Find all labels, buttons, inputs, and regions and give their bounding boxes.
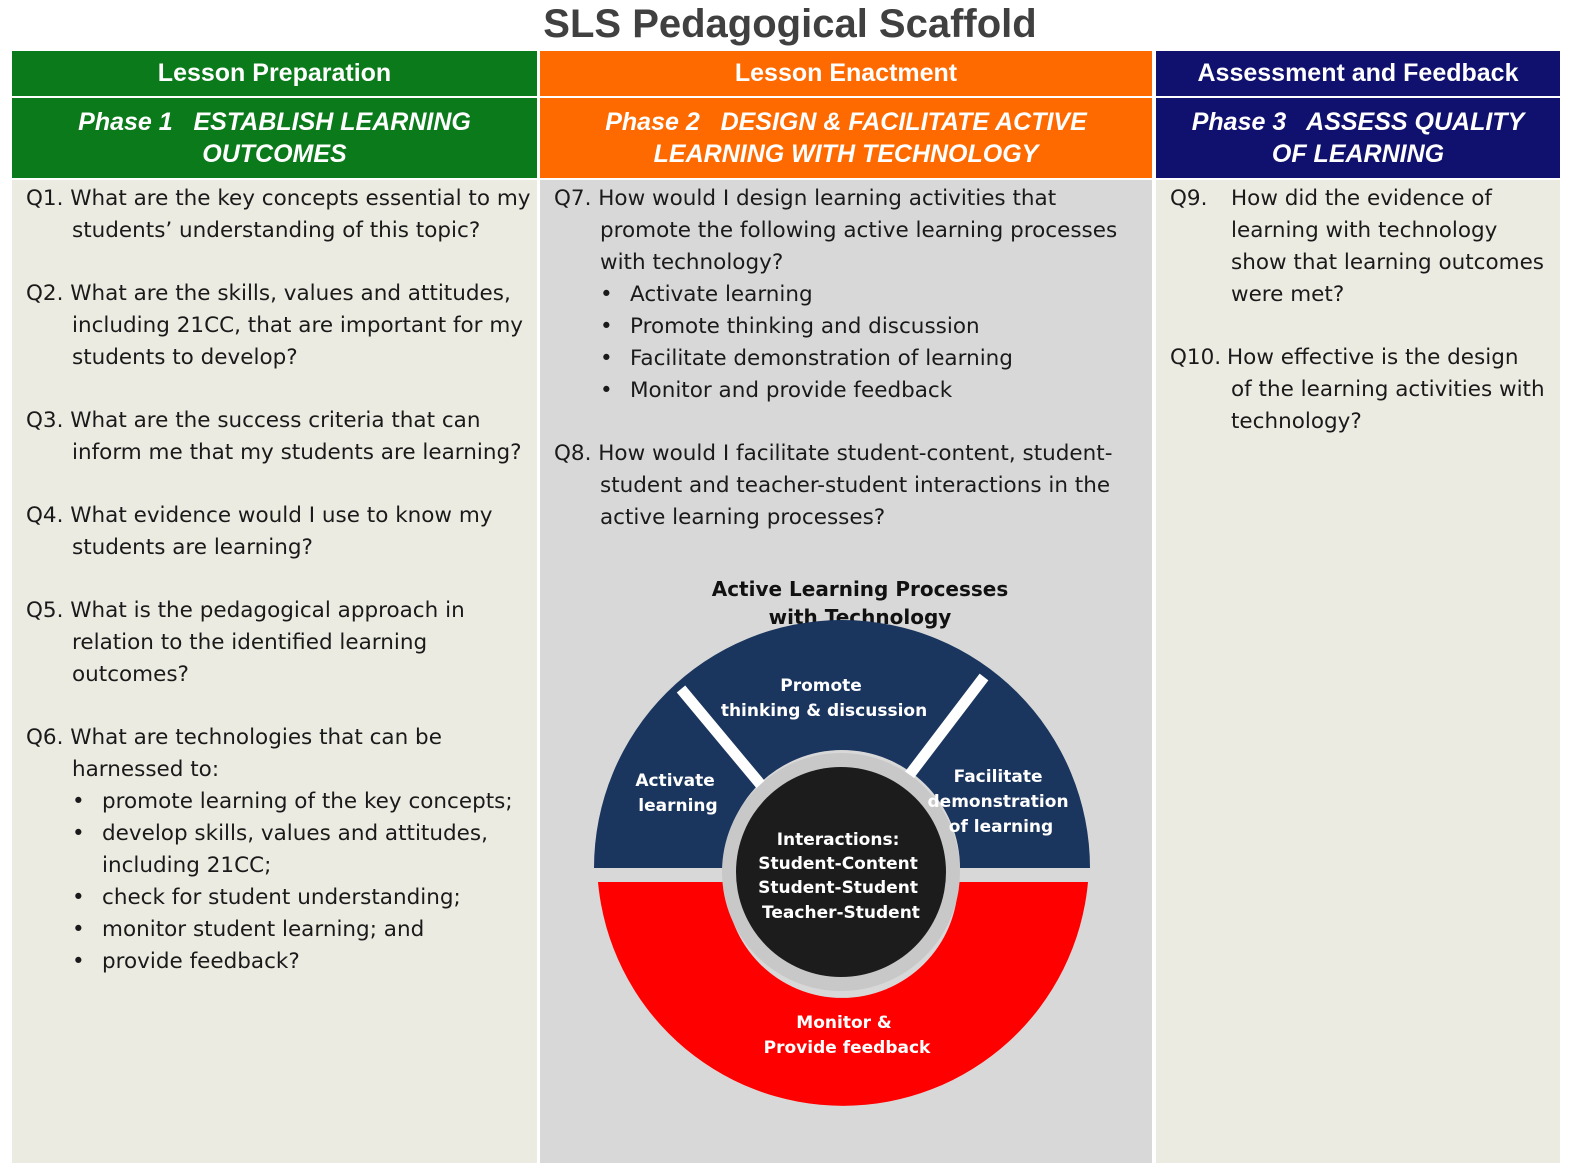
- q1-line1: Q1. What are the key concepts essential …: [26, 186, 531, 211]
- question-q8: Q8. How would I facilitate student-conte…: [554, 438, 1149, 534]
- activate-label: Activate learning: [635, 771, 720, 816]
- bullet-icon: •: [600, 378, 613, 403]
- phase-1-line2: OUTCOMES: [202, 140, 347, 168]
- center-label: Interactions: Student-Content Student-St…: [758, 830, 924, 923]
- q6-bullet-item: • develop skills, values and attitudes,: [26, 818, 531, 850]
- q7-line2: promote the following active learning pr…: [600, 218, 1118, 243]
- q6-line2: harnessed to:: [72, 757, 220, 782]
- diagram-title-line1: Active Learning Processes: [711, 577, 1009, 601]
- q10-label: Q10.: [1170, 345, 1222, 370]
- q4-line1: Q4. What evidence would I use to know my: [26, 503, 493, 528]
- bullet-text: develop skills, values and attitudes,: [102, 821, 488, 846]
- q2-line3: students to develop?: [72, 345, 298, 370]
- bullet-text-continued: including 21CC;: [102, 853, 272, 878]
- q8-line3: active learning processes?: [600, 505, 886, 530]
- question-q6: Q6. What are technologies that can be ha…: [26, 722, 531, 978]
- q9-line3: show that learning outcomes: [1231, 250, 1544, 275]
- divider-left: [676, 685, 776, 801]
- bullet-icon: •: [600, 346, 613, 371]
- bullet-icon: •: [72, 885, 85, 910]
- bullet-text: Facilitate demonstration of learning: [630, 346, 1013, 371]
- bullet-text: provide feedback?: [102, 949, 300, 974]
- q6-line1: Q6. What are technologies that can be: [26, 725, 442, 750]
- q4-line2: students are learning?: [72, 535, 313, 560]
- phase-2-line1: Phase 2 DESIGN & FACILITATE ACTIVE: [605, 108, 1087, 136]
- column-3-questions: Q9. How did the evidence of learning wit…: [1170, 183, 1558, 438]
- monitor-label: Monitor & Provide feedback: [764, 1013, 931, 1058]
- q7-line1: Q7. How would I design learning activiti…: [554, 186, 1057, 211]
- q8-line1: Q8. How would I facilitate student-conte…: [554, 441, 1113, 466]
- q10-line3: technology?: [1231, 409, 1362, 434]
- question-q10: Q10. How effective is the design of the …: [1170, 342, 1558, 438]
- q7-bullet-item: • Monitor and provide feedback: [554, 375, 1149, 407]
- q5-line3: outcomes?: [72, 662, 189, 687]
- bullet-icon: •: [72, 917, 85, 942]
- q9-line2: learning with technology: [1231, 218, 1498, 243]
- column-1-body: [12, 180, 537, 1163]
- phase-2-header: Phase 2 DESIGN & FACILITATE ACTIVE LEARN…: [540, 98, 1152, 178]
- phase-2-line2: LEARNING WITH TECHNOLOGY: [653, 140, 1039, 168]
- question-q2: Q2. What are the skills, values and atti…: [26, 278, 531, 374]
- bullet-text: Promote thinking and discussion: [630, 314, 980, 339]
- q3-line1: Q3. What are the success criteria that c…: [26, 408, 481, 433]
- q9-line4: were met?: [1231, 282, 1345, 307]
- q6-bullet-item: • promote learning of the key concepts;: [26, 786, 531, 818]
- question-q9: Q9. How did the evidence of learning wit…: [1170, 183, 1558, 311]
- facilitate-label: Facilitate demonstration of learning: [928, 767, 1075, 837]
- bullet-icon: •: [72, 789, 85, 814]
- phase-3-line2: OF LEARNING: [1271, 140, 1445, 168]
- q5-line1: Q5. What is the pedagogical approach in: [26, 598, 465, 623]
- phase-3-header: Phase 3 ASSESS QUALITY OF LEARNING: [1156, 98, 1560, 178]
- q9-label: Q9.: [1170, 186, 1208, 211]
- monitor-feedback-segment: [598, 882, 1088, 1106]
- column-3-body: [1156, 180, 1560, 1163]
- phase-1-header: Phase 1 ESTABLISH LEARNING OUTCOMES: [12, 98, 537, 178]
- column-header-lesson-enactment: Lesson Enactment: [540, 51, 1152, 96]
- bullet-icon: •: [72, 949, 85, 974]
- bullet-text: monitor student learning; and: [102, 917, 425, 942]
- q2-line1: Q2. What are the skills, values and atti…: [26, 281, 511, 306]
- q8-line2: student and teacher-student interactions…: [600, 473, 1111, 498]
- bullet-icon: •: [72, 821, 85, 846]
- phase-3-line1: Phase 3 ASSESS QUALITY: [1191, 108, 1525, 136]
- bullet-icon: •: [600, 314, 613, 339]
- question-q1: Q1. What are the key concepts essential …: [26, 183, 531, 247]
- column-header-assessment-feedback: Assessment and Feedback: [1156, 51, 1560, 96]
- bullet-text: promote learning of the key concepts;: [102, 789, 513, 814]
- q9-line1: How did the evidence of: [1231, 186, 1492, 211]
- question-q4: Q4. What evidence would I use to know my…: [26, 500, 531, 564]
- q7-line3: with technology?: [600, 250, 784, 275]
- phase-1-line1: Phase 1 ESTABLISH LEARNING: [78, 108, 471, 136]
- question-q3: Q3. What are the success criteria that c…: [26, 405, 531, 469]
- bullet-text: check for student understanding;: [102, 885, 461, 910]
- q5-line2: relation to the identified learning: [72, 630, 428, 655]
- q6-bullet-item: • provide feedback?: [26, 946, 531, 978]
- column-1-questions: Q1. What are the key concepts essential …: [26, 183, 531, 978]
- navy-upper-ring: [594, 620, 1090, 868]
- question-q5: Q5. What is the pedagogical approach in …: [26, 595, 531, 691]
- divider-right: [893, 673, 989, 794]
- column-header-lesson-preparation: Lesson Preparation: [12, 51, 537, 96]
- center-circle: [736, 767, 946, 977]
- q1-line2: students’ understanding of this topic?: [72, 218, 481, 243]
- q3-line2: inform me that my students are learning?: [72, 440, 522, 465]
- q7-bullet-item: • Facilitate demonstration of learning: [554, 343, 1149, 375]
- bullet-icon: •: [600, 282, 613, 307]
- active-learning-diagram: Promote thinking & discussion Activate l…: [594, 620, 1090, 1106]
- column-2-questions: Q7. How would I design learning activiti…: [554, 183, 1149, 534]
- q10-line1: How effective is the design: [1227, 345, 1519, 370]
- q2-line2: including 21CC, that are important for m…: [72, 313, 524, 338]
- question-q7: Q7. How would I design learning activiti…: [554, 183, 1149, 407]
- q10-line2: of the learning activities with: [1231, 377, 1545, 402]
- q6-bullet-item: • monitor student learning; and: [26, 914, 531, 946]
- promote-label: Promote thinking & discussion: [721, 676, 927, 721]
- q6-bullet-item: • check for student understanding;: [26, 882, 531, 914]
- page-title: SLS Pedagogical Scaffold: [543, 2, 1037, 46]
- bullet-text: Monitor and provide feedback: [630, 378, 953, 403]
- q7-bullet-item: • Activate learning: [554, 279, 1149, 311]
- q7-bullet-item: • Promote thinking and discussion: [554, 311, 1149, 343]
- bullet-text: Activate learning: [630, 282, 813, 307]
